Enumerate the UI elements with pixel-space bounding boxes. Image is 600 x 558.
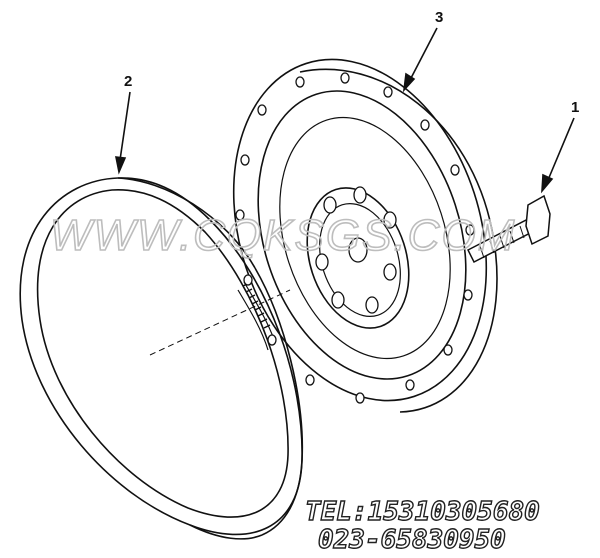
contact-phone: 023-65830950 <box>318 525 506 555</box>
flywheel-hub-holes <box>315 186 397 314</box>
callout-label-1: 1 <box>571 99 579 116</box>
contact-tel: TEL:15310305680 <box>305 497 540 527</box>
flywheel-bolt-holes <box>235 72 475 404</box>
callout-label-3: 3 <box>435 9 443 26</box>
watermark-text: WWW.CQKSGS.COM <box>50 211 516 260</box>
ring-gear <box>19 177 304 540</box>
callout-arrows <box>115 27 575 194</box>
center-axis-line <box>149 289 291 356</box>
callout-label-2: 2 <box>124 73 132 90</box>
capscrew <box>466 194 551 264</box>
flywheel <box>232 58 498 413</box>
